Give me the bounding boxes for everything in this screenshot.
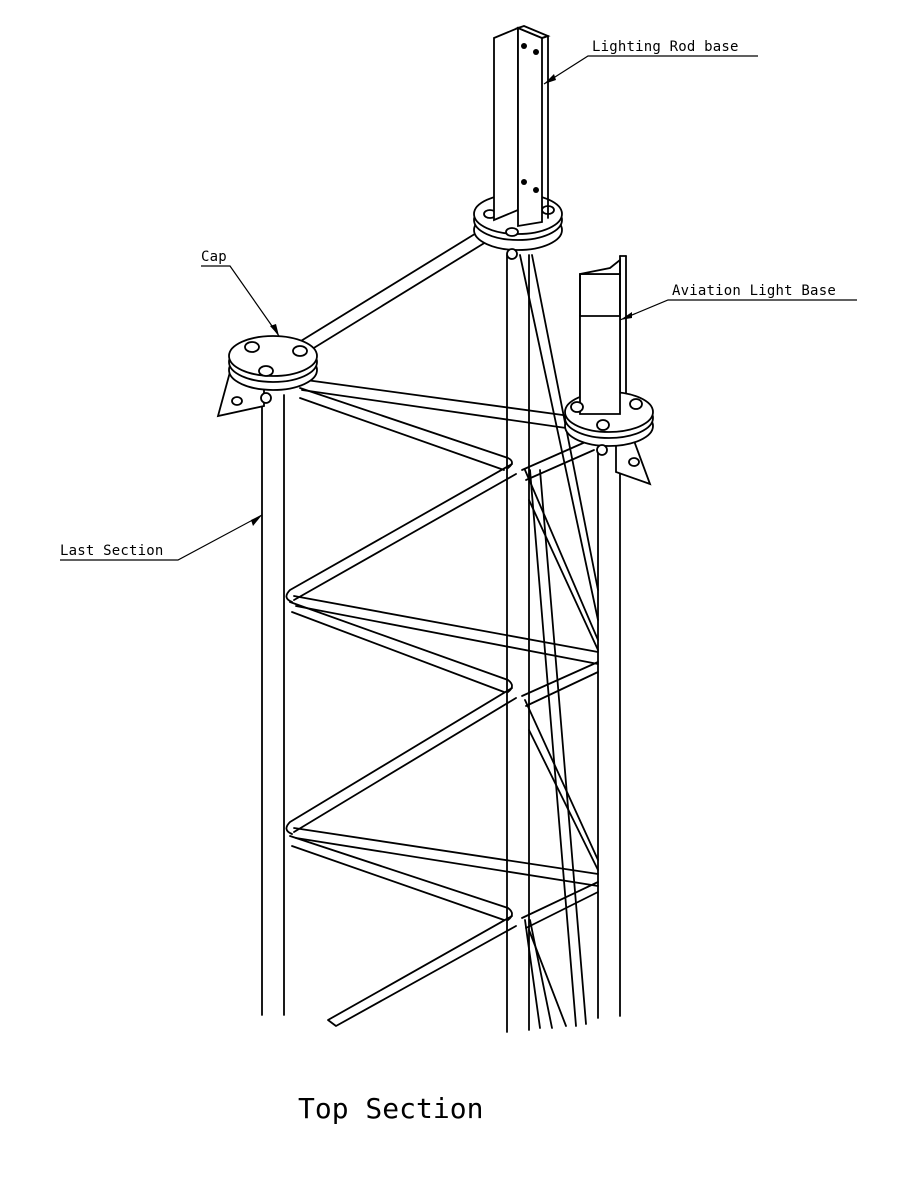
back-leg [506,254,530,1033]
left-cap [216,335,318,418]
right-face-braces [293,439,599,929]
drawing-title: Top Section [298,1092,483,1125]
left-leg [261,394,285,1016]
right-cap [564,273,654,486]
callout-last-section: Last Section [60,514,263,561]
right-leg [597,449,621,1019]
callout-cap: Cap [201,249,280,337]
label-cap: Cap [201,249,227,265]
callout-aviation-light-base: Aviation Light Base [619,283,857,321]
label-lighting-rod-base: Lighting Rod base [592,39,739,55]
callout-lighting-rod-base: Lighting Rod base [543,39,758,85]
top-struts [295,231,571,429]
left-face-braces [285,387,517,1027]
label-aviation-light-base: Aviation Light Base [672,283,836,299]
label-last-section: Last Section [60,543,164,559]
lighting-rod-base [493,25,551,228]
